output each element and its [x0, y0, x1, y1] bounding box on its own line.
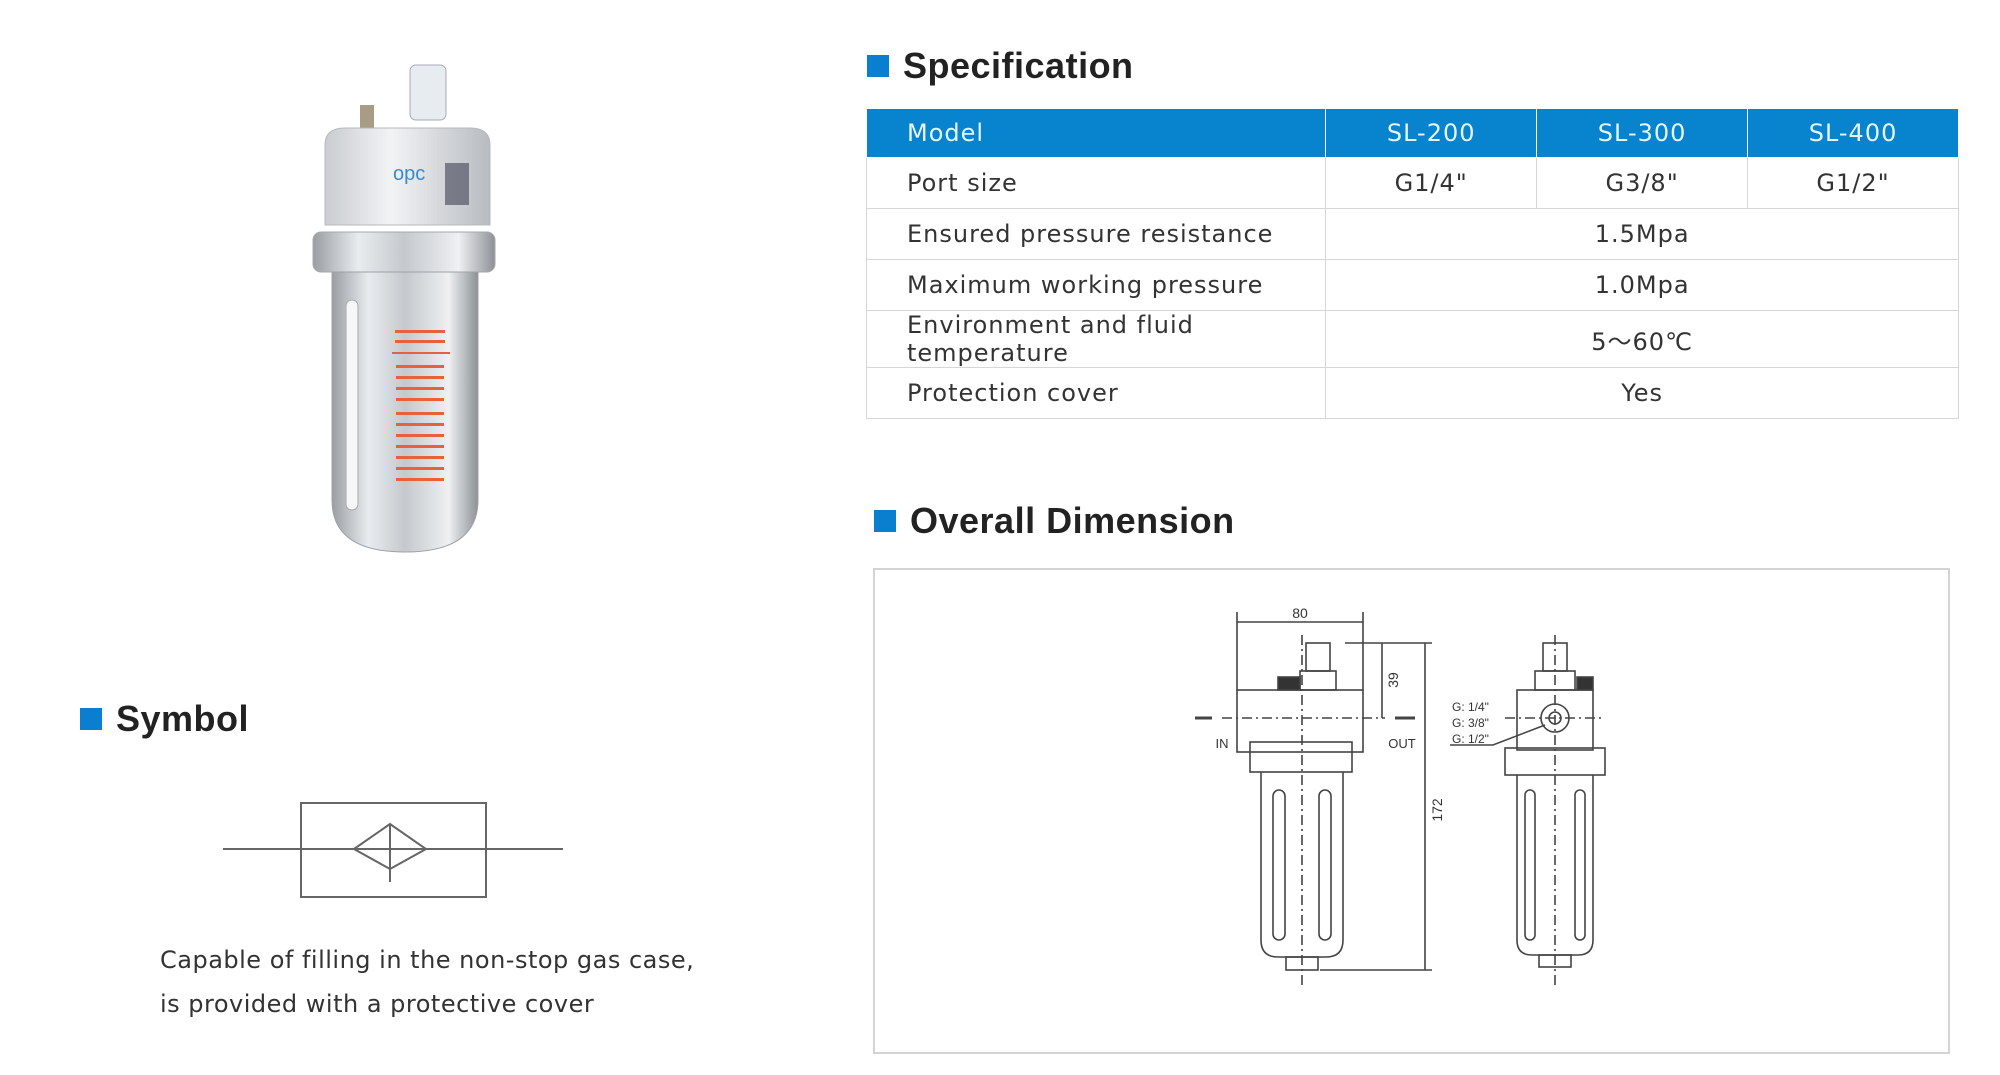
row-label: Protection cover — [865, 367, 1327, 419]
top-height-label: 39 — [1385, 672, 1401, 688]
symbol-title: Symbol — [116, 698, 250, 739]
side-view — [1450, 635, 1606, 985]
cell-value: Yes — [1325, 367, 1959, 419]
table-header-row: Model SL-200 SL-300 SL-400 — [865, 108, 1959, 158]
sight-window — [345, 299, 359, 511]
out-port-label: OUT — [1388, 736, 1416, 751]
dimension-heading: Overall Dimension — [874, 500, 1235, 542]
table-row: Protection cover Yes — [865, 367, 1959, 419]
header-sl-300: SL-300 — [1536, 108, 1749, 158]
dimension-drawing-frame — [873, 568, 1950, 1054]
row-label: Ensured pressure resistance — [865, 208, 1327, 260]
port-size-label: G: 3/8" — [1452, 716, 1489, 730]
specification-heading: Specification — [867, 45, 1134, 87]
dimension-title: Overall Dimension — [910, 500, 1235, 541]
description-line: Capable of filling in the non-stop gas c… — [160, 946, 695, 974]
section-bullet-icon — [80, 708, 102, 730]
specification-table: Model SL-200 SL-300 SL-400 Port size G1/… — [865, 108, 1959, 419]
section-bullet-icon — [867, 55, 889, 77]
symbol-description: Capable of filling in the non-stop gas c… — [160, 938, 694, 1026]
row-label: Maximum working pressure — [865, 259, 1327, 311]
specification-title: Specification — [903, 45, 1134, 86]
total-height-label: 172 — [1429, 798, 1445, 822]
cell-value: 5～60℃ — [1325, 310, 1959, 368]
cell-value: G3/8" — [1536, 157, 1749, 209]
cell-value: G1/4" — [1325, 157, 1538, 209]
header-model: Model — [865, 108, 1327, 158]
width-dimension-label: 80 — [1292, 605, 1308, 621]
table-row: Ensured pressure resistance 1.5Mpa — [865, 208, 1959, 260]
header-sl-200: SL-200 — [1325, 108, 1538, 158]
port-size-label: G: 1/4" — [1452, 700, 1489, 714]
table-row: Environment and fluid temperature 5～60℃ — [865, 310, 1959, 368]
sight-dome — [409, 64, 447, 121]
brand-logo: opc — [393, 163, 425, 185]
description-line: is provided with a protective cover — [160, 990, 595, 1018]
symbol-heading: Symbol — [80, 698, 249, 740]
row-label: Port size — [865, 157, 1327, 209]
warning-label — [392, 330, 450, 481]
table-row: Port size G1/4" G3/8" G1/2" — [865, 157, 1959, 209]
section-bullet-icon — [874, 510, 896, 532]
cell-value: G1/2" — [1747, 157, 1959, 209]
port-size-label: G: 1/2" — [1452, 732, 1489, 746]
qr-code — [445, 163, 469, 205]
row-label: Environment and fluid temperature — [865, 310, 1327, 368]
in-port-label: IN — [1216, 736, 1229, 751]
header-sl-400: SL-400 — [1747, 108, 1959, 158]
front-view — [1195, 612, 1432, 985]
